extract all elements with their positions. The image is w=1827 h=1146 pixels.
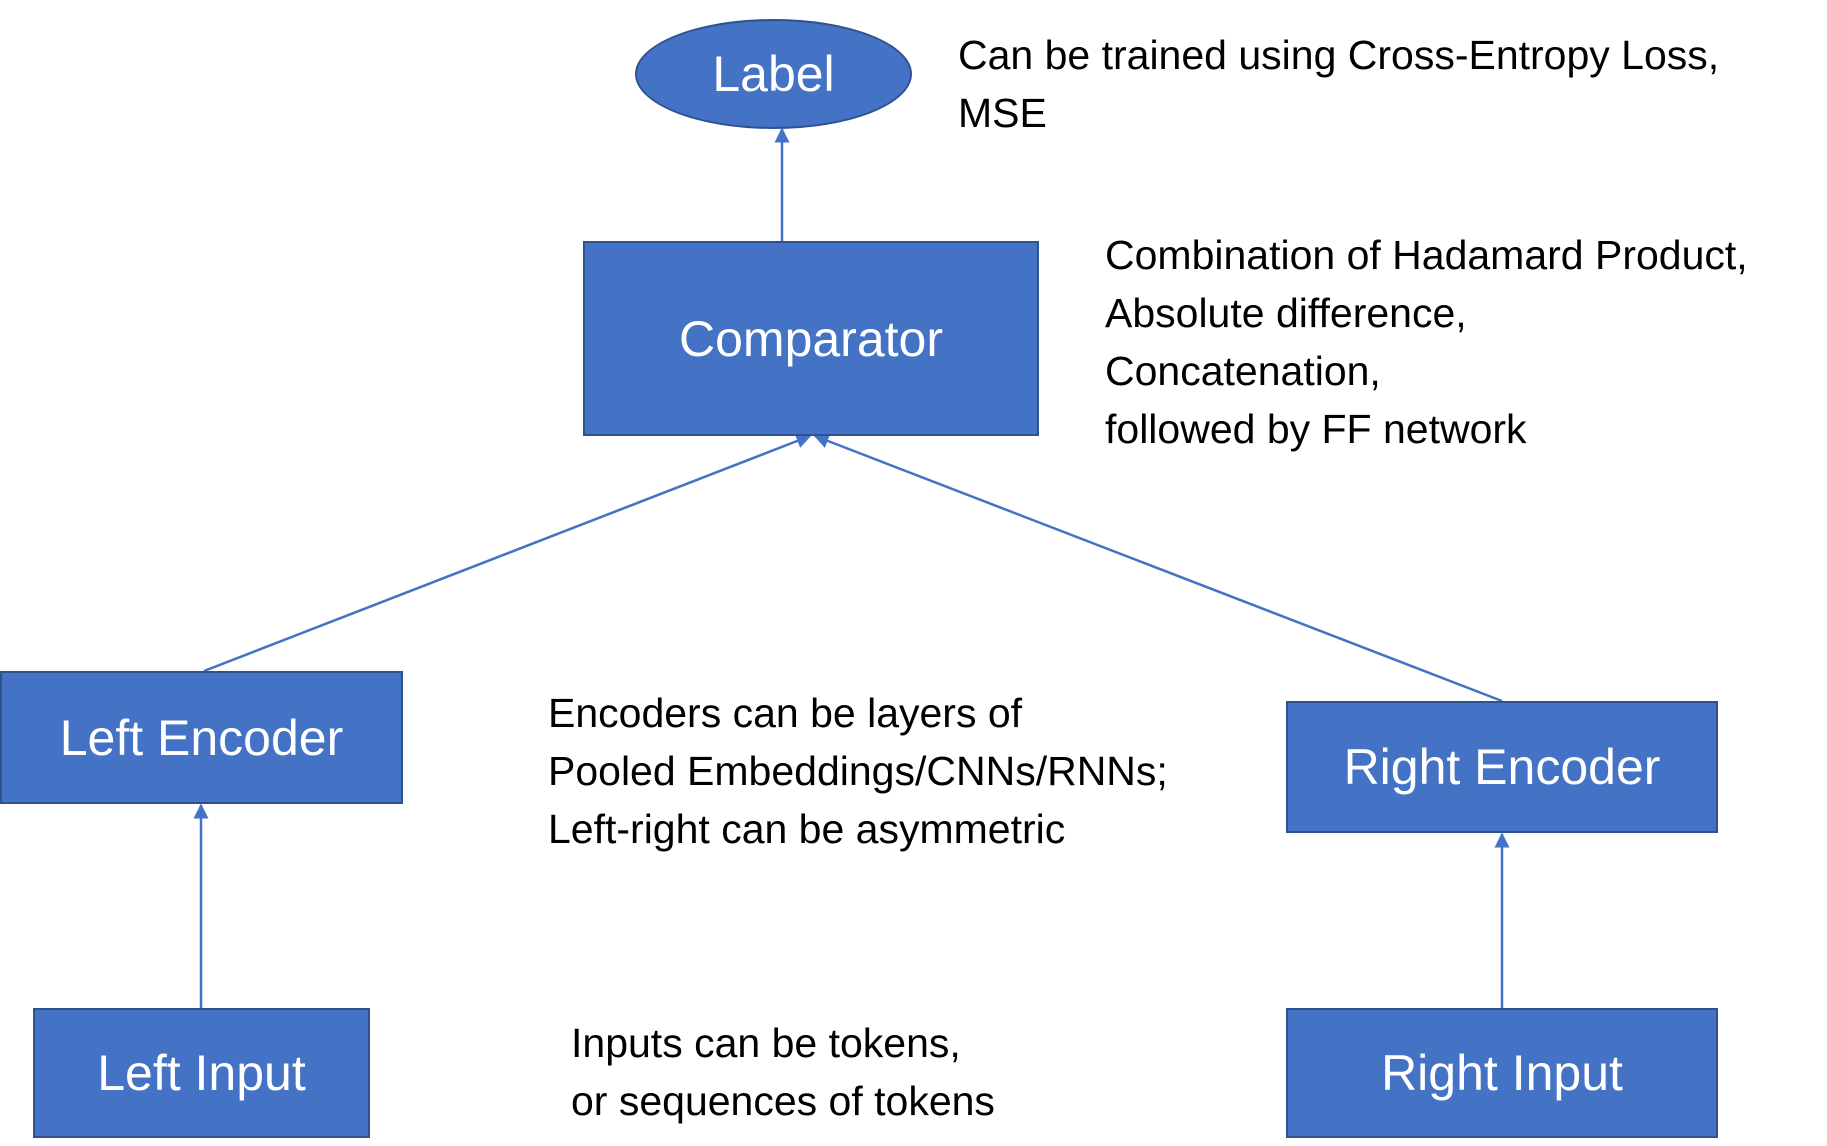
left-input-node: Left Input xyxy=(33,1008,370,1138)
loss-note-line-1: Can be trained using Cross-Entropy Loss, xyxy=(958,32,1720,78)
comparator-note-line-3: Concatenation, xyxy=(1105,348,1381,394)
loss-note: Can be trained using Cross-Entropy Loss,… xyxy=(958,26,1719,142)
encoders-note-line-3: Left-right can be asymmetric xyxy=(548,806,1066,852)
encoders-note-line-1: Encoders can be layers of xyxy=(548,690,1023,736)
comparator-note-line-4: followed by FF network xyxy=(1105,406,1527,452)
comparator-note: Combination of Hadamard Product, Absolut… xyxy=(1105,226,1748,458)
inputs-note-line-1: Inputs can be tokens, xyxy=(571,1020,961,1066)
left-encoder-node: Left Encoder xyxy=(0,671,403,804)
label-node: Label xyxy=(635,19,912,129)
encoders-note-line-2: Pooled Embeddings/CNNs/RNNs; xyxy=(548,748,1168,794)
inputs-note: Inputs can be tokens, or sequences of to… xyxy=(571,1014,995,1130)
loss-note-line-2: MSE xyxy=(958,90,1047,136)
edge-left-encoder-to-comparator xyxy=(203,433,812,673)
comparator-node: Comparator xyxy=(583,241,1039,436)
inputs-note-line-2: or sequences of tokens xyxy=(571,1078,995,1124)
comparator-note-line-1: Combination of Hadamard Product, xyxy=(1105,232,1748,278)
right-input-node: Right Input xyxy=(1286,1008,1718,1138)
edge-right-encoder-to-comparator xyxy=(813,433,1503,703)
encoders-note: Encoders can be layers of Pooled Embeddi… xyxy=(548,684,1168,858)
comparator-note-line-2: Absolute difference, xyxy=(1105,290,1467,336)
right-encoder-node: Right Encoder xyxy=(1286,701,1718,833)
